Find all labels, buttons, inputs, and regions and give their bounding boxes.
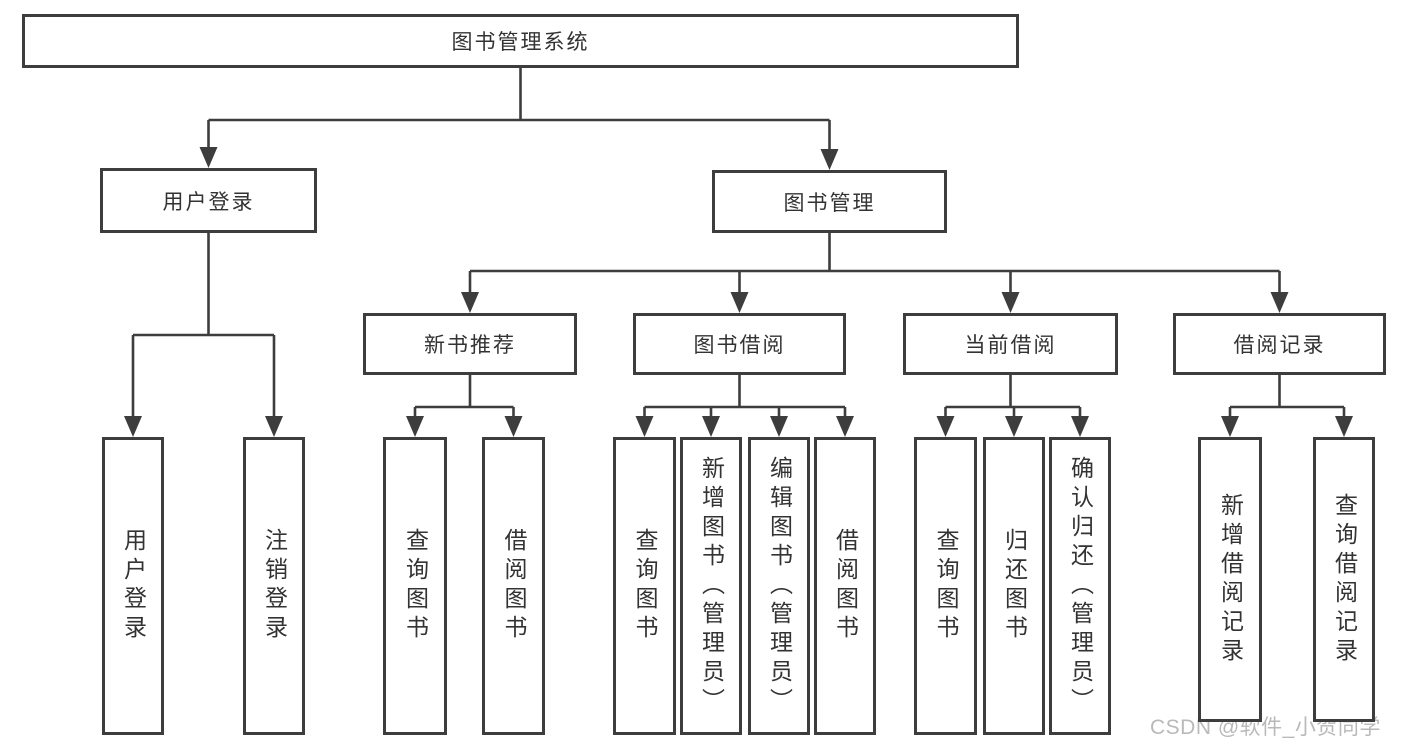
node-label-leaf-logout: 注销登录 [261, 528, 288, 644]
node-label-newrec: 新书推荐 [424, 334, 516, 357]
node-label-leaf-user-login: 用户登录 [120, 528, 147, 644]
node-login: 用户登录 [100, 168, 317, 233]
node-label-leaf-borrow-books-newrec: 借阅图书 [501, 528, 527, 644]
node-label-leaf-query-books-current: 查询图书 [933, 528, 959, 644]
node-leaf-borrow-books-newrec: 借阅图书 [482, 437, 545, 735]
node-label-current: 当前借阅 [964, 334, 1057, 357]
node-leaf-return-books: 归还图书 [983, 437, 1045, 735]
node-leaf-logout: 注销登录 [243, 437, 305, 735]
node-leaf-query-borrow-record: 查询借阅记录 [1313, 437, 1375, 722]
node-leaf-query-books-current: 查询图书 [914, 437, 977, 735]
node-label-records: 借阅记录 [1233, 334, 1326, 357]
node-borrow: 图书借阅 [633, 313, 846, 375]
node-label-leaf-query-borrow-record: 查询借阅记录 [1331, 492, 1358, 667]
node-newrec: 新书推荐 [363, 313, 577, 375]
node-leaf-add-books-admin: 新增图书（管理员） [680, 437, 742, 735]
node-label-leaf-return-books: 归还图书 [1001, 528, 1028, 644]
node-books: 图书管理 [712, 170, 947, 233]
node-current: 当前借阅 [903, 313, 1118, 375]
node-label-leaf-confirm-return-admin: 确认归还（管理员） [1067, 455, 1094, 717]
node-leaf-query-books-borrow: 查询图书 [613, 437, 676, 735]
node-label-leaf-edit-books-admin: 编辑图书（管理员） [766, 455, 793, 717]
node-leaf-borrow-books-borrow: 借阅图书 [814, 437, 876, 735]
node-label-leaf-add-books-admin: 新增图书（管理员） [698, 455, 725, 717]
node-records: 借阅记录 [1173, 313, 1386, 375]
node-leaf-confirm-return-admin: 确认归还（管理员） [1049, 437, 1111, 735]
node-label-leaf-query-books-borrow: 查询图书 [632, 528, 658, 644]
node-label-leaf-borrow-books-borrow: 借阅图书 [832, 528, 859, 644]
node-leaf-add-borrow-record: 新增借阅记录 [1198, 437, 1262, 722]
node-leaf-user-login: 用户登录 [102, 437, 164, 735]
node-label-books: 图书管理 [783, 191, 876, 215]
node-label-leaf-query-books-newrec: 查询图书 [402, 528, 429, 644]
node-label-root: 图书管理系统 [451, 31, 590, 54]
node-label-login: 用户登录 [162, 190, 255, 214]
node-leaf-edit-books-admin: 编辑图书（管理员） [748, 437, 810, 735]
node-leaf-query-books-newrec: 查询图书 [383, 437, 447, 735]
node-root: 图书管理系统 [22, 14, 1019, 68]
node-label-borrow: 图书借阅 [693, 334, 786, 357]
node-label-leaf-add-borrow-record: 新增借阅记录 [1217, 492, 1244, 667]
